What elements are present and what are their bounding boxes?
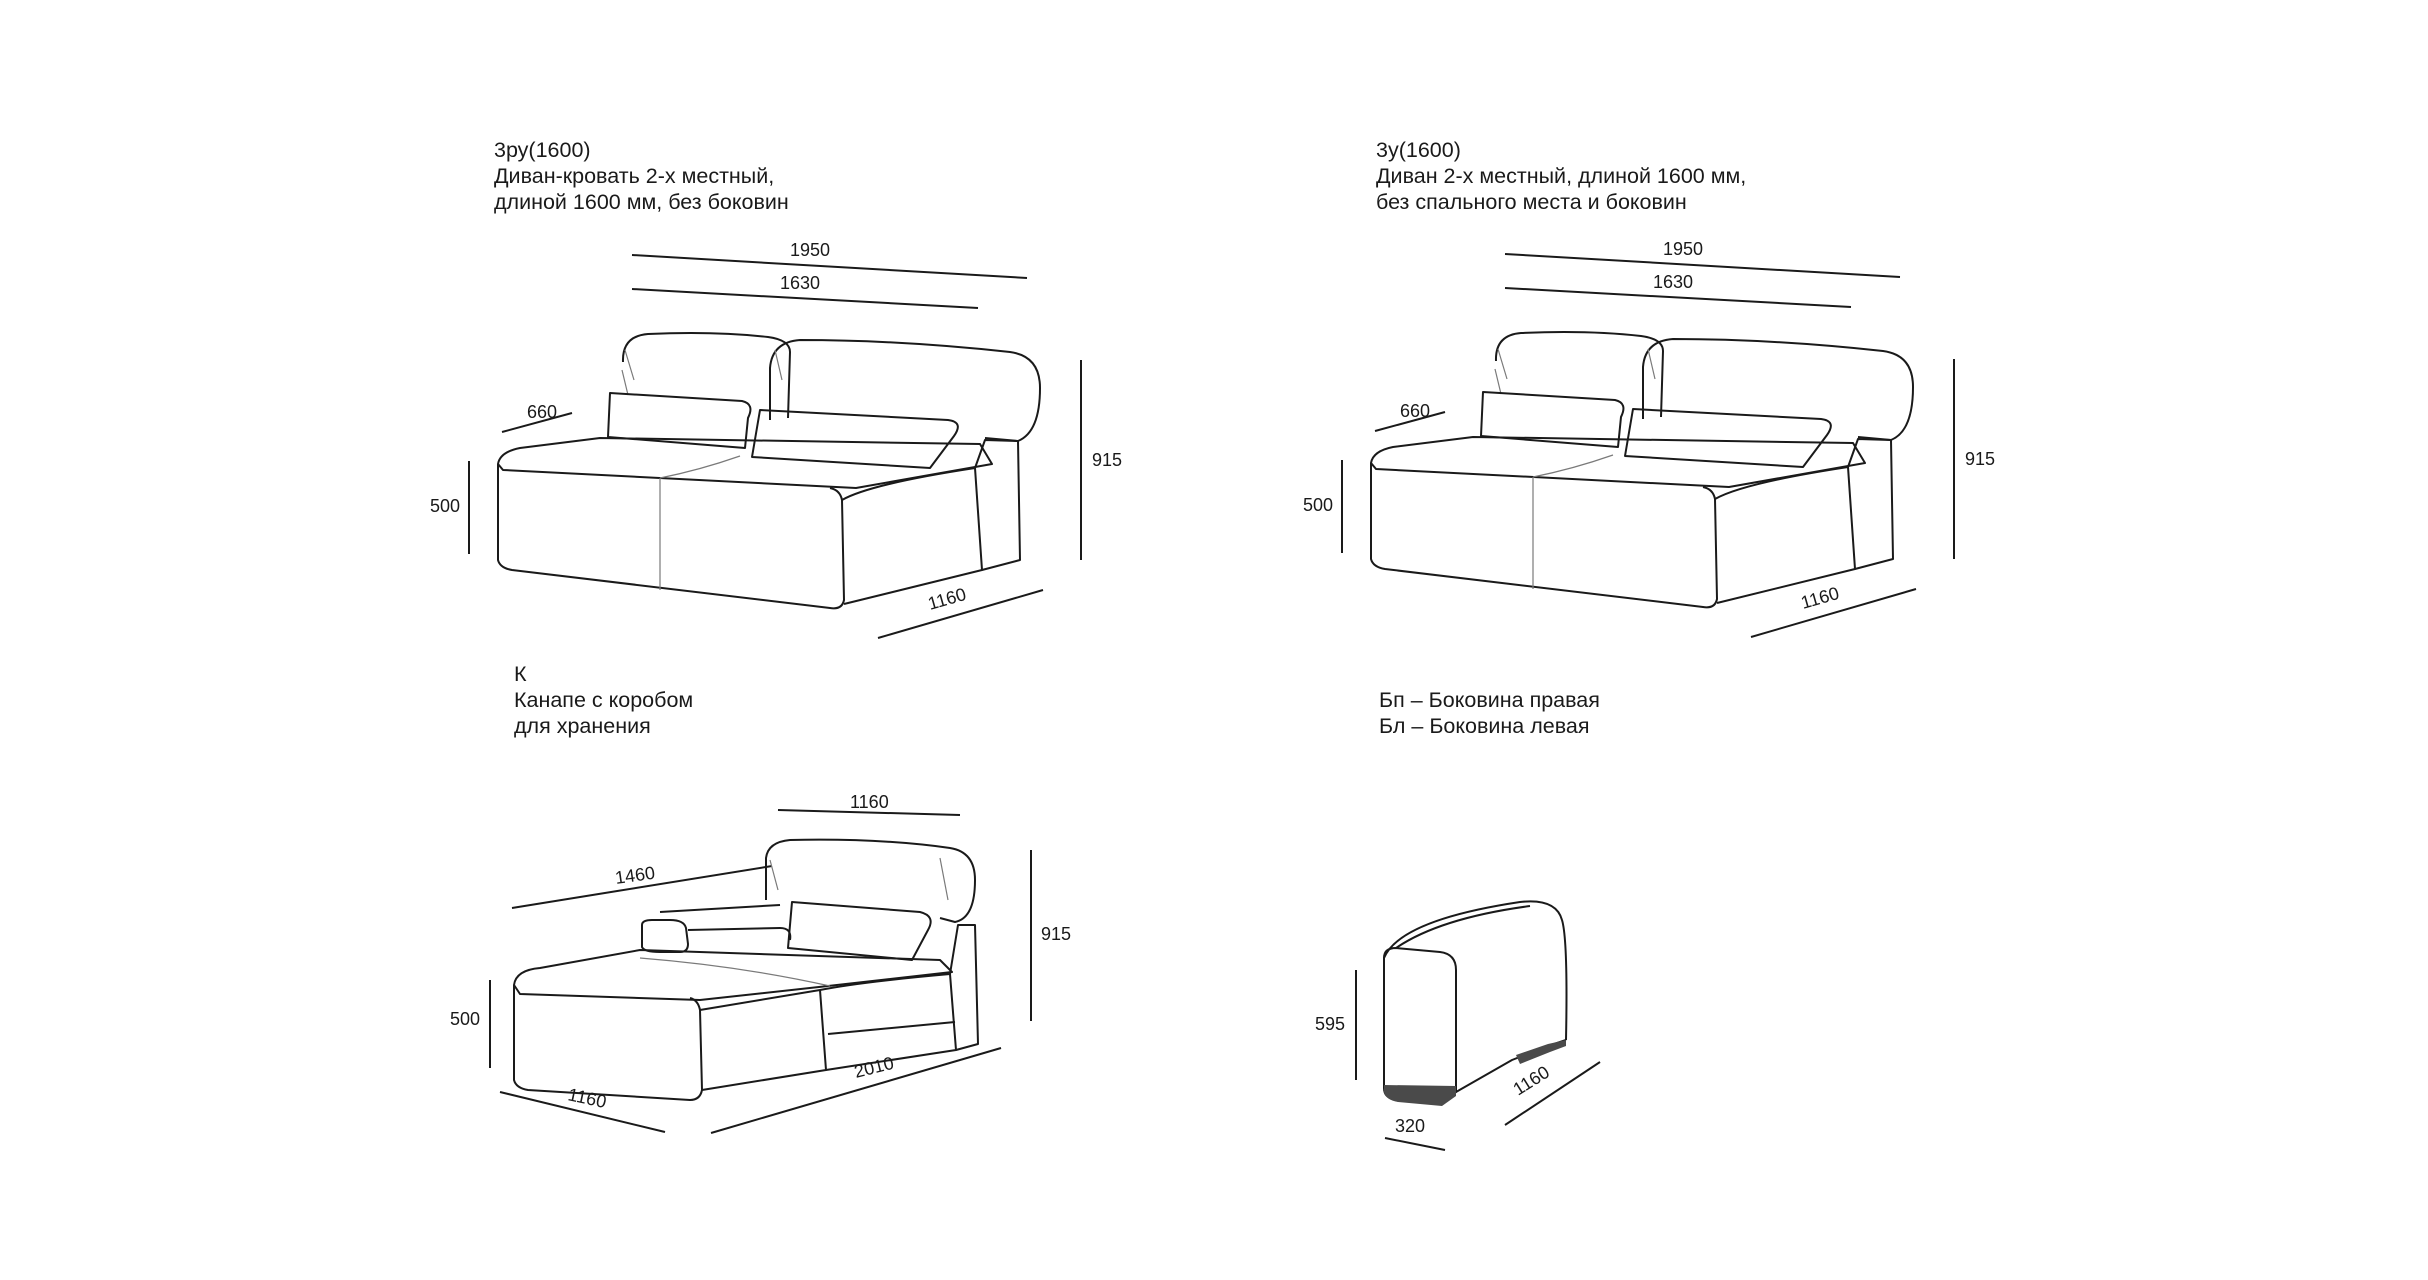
dim-line-overall-length	[631, 254, 1028, 279]
dim-line-arm-length	[511, 865, 773, 909]
canape-arm-top	[687, 927, 792, 941]
sofa-drawing: 1950 1630 660 915 500 1160	[1303, 239, 1995, 638]
dim-line-width	[499, 1091, 666, 1133]
sofa-bed-caption: 3ру(1600) Диван-кровать 2-х местный, дли…	[494, 137, 789, 215]
sofa-pillow-left	[1480, 391, 1625, 448]
canape-desc-line1: Канапе с коробом	[514, 688, 694, 712]
dim-line-seat-length	[631, 288, 979, 309]
armrest-left-legend: Бл – Боковина левая	[1379, 714, 1590, 738]
dim-label-seat-length: 1630	[780, 273, 820, 293]
canape-seat-seam	[639, 957, 831, 987]
dim-label-depth: 1160	[1510, 1062, 1553, 1099]
dim-label-back-width: 1160	[850, 792, 889, 812]
dim-line-width	[1384, 1137, 1446, 1151]
canape-drawer-line	[827, 1021, 956, 1035]
sofa-back-side	[1847, 438, 1894, 570]
armrest-base-plinth	[1384, 1085, 1456, 1106]
dim-label-depth: 1160	[926, 584, 969, 614]
dim-label-arm-length: 1460	[614, 863, 656, 888]
canape-backrest	[765, 838, 976, 923]
sofa-bed-front	[497, 464, 845, 610]
dim-label-seat-height: 500	[1303, 495, 1333, 515]
sofa-bed-pillow-left	[607, 392, 752, 449]
dim-line-back-depth	[501, 412, 573, 433]
dim-label-width: 320	[1395, 1116, 1425, 1136]
armrest-drawing: 595 320 1160	[1315, 900, 1601, 1151]
canape-drawing: 1160 1460 915 500 1160 2010	[450, 792, 1071, 1134]
canape-seat	[513, 949, 953, 1001]
canape-front	[513, 985, 703, 1101]
sofa-caption: 3у(1600) Диван 2-х местный, длиной 1600 …	[1376, 137, 1746, 215]
dim-line-depth	[877, 589, 1044, 639]
canape-storage-box	[819, 973, 957, 1071]
dim-label-overall-length: 1950	[790, 240, 830, 260]
sofa-desc-line1: Диван 2-х местный, длиной 1600 мм,	[1376, 164, 1747, 188]
sofa-bed-desc-line2: длиной 1600 мм, без боковин	[494, 190, 789, 214]
dim-line-seat-length	[1504, 287, 1852, 308]
armrest-front	[1383, 947, 1457, 1105]
sofa-bed-backrest-left	[621, 332, 791, 419]
dim-label-seat-height: 500	[430, 496, 460, 516]
sofa-bed-code: 3ру(1600)	[494, 138, 591, 162]
armrest-top-edge	[1395, 905, 1531, 949]
sofa-backrest-left	[1494, 331, 1664, 418]
canape-arm-back	[659, 904, 781, 913]
dim-label-seat-length: 1630	[1653, 272, 1693, 292]
canape-side	[699, 989, 827, 1091]
dim-line-depth	[1750, 588, 1917, 638]
armrest-top	[1383, 900, 1568, 1041]
sofa-seat-seam	[1532, 454, 1614, 589]
dim-label-width: 1160	[566, 1084, 608, 1112]
canape-code: К	[514, 662, 527, 686]
sofa-bed-drawing: 1950 1630 660 915 500 1160	[430, 240, 1122, 639]
sofa-desc-line2: без спального места и боковин	[1376, 190, 1687, 214]
sofa-bed-desc-line1: Диван-кровать 2-х местный,	[494, 164, 775, 188]
dim-label-length: 2010	[852, 1053, 896, 1082]
sofa-bed-side	[841, 467, 983, 605]
sofa-bed-back-side	[974, 439, 1021, 571]
dim-label-back-depth: 660	[527, 402, 557, 422]
canape-bolster	[641, 919, 689, 953]
dim-line-depth	[1504, 1061, 1601, 1126]
canape-caption: К Канапе с коробом для хранения	[514, 661, 693, 739]
dim-label-height: 595	[1315, 1014, 1345, 1034]
sofa-backrest-right	[1642, 338, 1914, 441]
sofa-bed-stitching	[621, 349, 783, 396]
dim-label-height: 915	[1041, 924, 1071, 944]
dim-label-back-depth: 660	[1400, 401, 1430, 421]
armrests-caption: Бп – Боковина правая Бл – Боковина левая	[1379, 687, 1600, 739]
sofa-bed-seat-seam	[659, 455, 741, 590]
dim-label-overall-length: 1950	[1663, 239, 1703, 259]
dim-line-back-depth	[1374, 411, 1446, 432]
canape-back-side	[949, 924, 979, 1051]
sofa-code: 3у(1600)	[1376, 138, 1461, 162]
armrest-base-plinth-side	[1516, 1040, 1566, 1064]
dim-label-height: 915	[1092, 450, 1122, 470]
dim-line-length	[710, 1047, 1002, 1134]
dim-label-depth: 1160	[1799, 583, 1842, 613]
sofa-stitching	[1494, 348, 1656, 395]
sofa-pillow-right	[1624, 408, 1832, 468]
sofa-bed-pillow-right	[751, 409, 959, 469]
canape-stitching	[769, 857, 949, 901]
armrest-right-legend: Бп – Боковина правая	[1379, 688, 1600, 712]
dim-label-seat-height: 500	[450, 1009, 480, 1029]
dim-line-overall-length	[1504, 253, 1901, 278]
sofa-side	[1714, 466, 1856, 604]
dim-line-back-width	[777, 809, 961, 816]
sofa-bed-backrest-right	[769, 339, 1041, 442]
dim-label-height: 915	[1965, 449, 1995, 469]
canape-desc-line2: для хранения	[514, 714, 651, 738]
canape-pillow	[787, 901, 932, 961]
sofa-front	[1370, 463, 1718, 609]
